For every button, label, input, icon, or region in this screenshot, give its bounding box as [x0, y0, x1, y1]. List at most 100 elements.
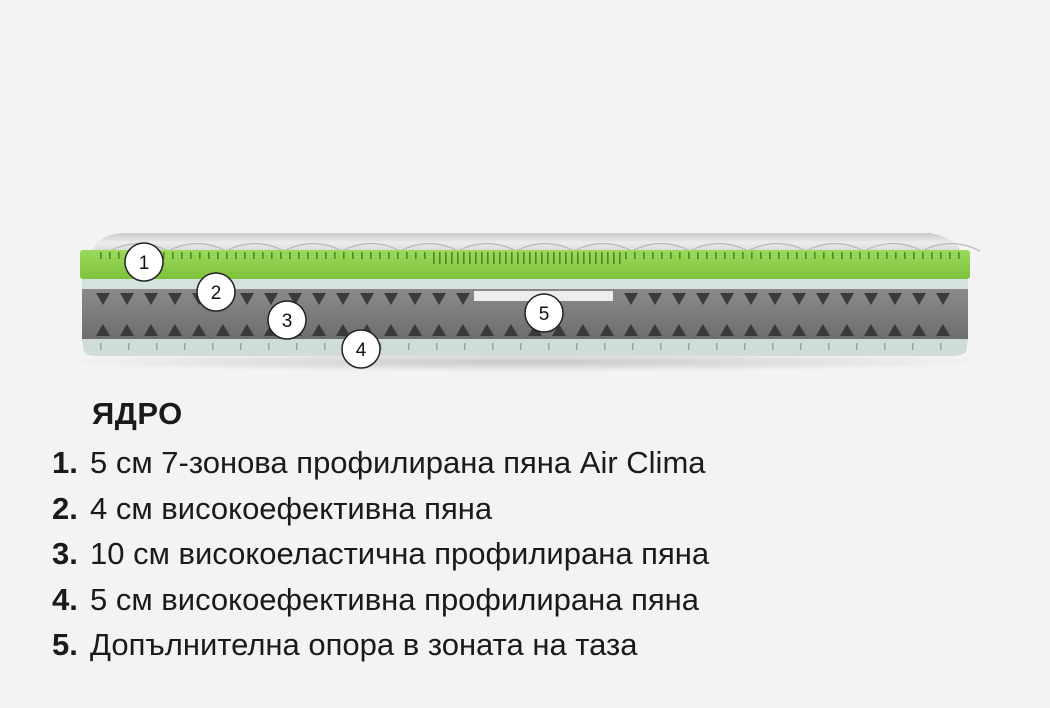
profile-cut	[523, 252, 525, 264]
core-hole	[696, 324, 710, 336]
base-tick	[100, 343, 102, 350]
profile-cut	[661, 252, 663, 259]
profile-cut	[679, 252, 681, 259]
core-hole	[144, 324, 158, 336]
profile-cut	[571, 252, 573, 264]
core-hole	[816, 293, 830, 305]
profile-cut	[886, 252, 888, 259]
svg-text:4: 4	[356, 340, 367, 361]
marker-3: 3	[267, 300, 307, 340]
profile-cut	[424, 252, 426, 259]
profile-cut	[796, 252, 798, 259]
core-hole	[624, 324, 638, 336]
profile-cut	[958, 252, 960, 259]
core-hole	[336, 293, 350, 305]
base-foam-profile-ticks	[100, 343, 942, 350]
profile-cut	[613, 252, 615, 264]
floor-shadow	[55, 352, 995, 372]
profile-cut	[370, 252, 372, 259]
profile-cut	[109, 252, 111, 259]
core-hole	[864, 324, 878, 336]
profile-cut	[607, 252, 609, 264]
core-hole	[312, 324, 326, 336]
legend-item: 2. 4 см високоефективна пяна	[52, 486, 709, 532]
profile-cut	[559, 252, 561, 264]
profile-cut	[445, 252, 447, 264]
legend-item: 5. Допълнителна опора в зоната на таза	[52, 622, 709, 668]
base-tick	[548, 343, 550, 350]
core-hole	[792, 293, 806, 305]
core-hole	[384, 293, 398, 305]
core-hole	[672, 324, 686, 336]
svg-text:5: 5	[539, 304, 550, 325]
profile-cut	[940, 252, 942, 259]
core-hole	[96, 324, 110, 336]
legend-title: ЯДРО	[92, 396, 183, 431]
core-hole	[288, 293, 302, 305]
profile-cut	[535, 252, 537, 264]
profile-cut	[760, 252, 762, 259]
profile-cut	[271, 252, 273, 259]
profile-cut	[922, 252, 924, 259]
legend: ЯДРО 1. 5 см 7-зонова профилирана пяна A…	[52, 394, 709, 668]
legend-number: 3.	[52, 536, 78, 571]
profile-cut	[361, 252, 363, 259]
legend-number: 5.	[52, 627, 78, 662]
core-hole	[648, 324, 662, 336]
core-hole	[840, 324, 854, 336]
core-hole	[672, 293, 686, 305]
marker-2: 2	[196, 272, 236, 312]
marker-4: 4	[341, 329, 381, 369]
profile-cut	[904, 252, 906, 259]
core-hole	[720, 293, 734, 305]
core-hole	[840, 293, 854, 305]
core-hole	[744, 293, 758, 305]
core-hole	[936, 293, 950, 305]
profile-cut	[433, 252, 435, 264]
core-hole	[720, 324, 734, 336]
svg-text:2: 2	[211, 283, 222, 304]
profile-cut	[208, 252, 210, 259]
quilt-seam	[805, 242, 865, 252]
profile-cut	[733, 252, 735, 259]
profile-cut	[439, 252, 441, 264]
profile-cut	[325, 252, 327, 259]
core-hole	[792, 324, 806, 336]
legend-number: 2.	[52, 490, 78, 526]
profile-cut	[949, 252, 951, 259]
profile-cut	[547, 252, 549, 264]
base-tick	[716, 343, 718, 350]
core-hole	[264, 293, 278, 305]
base-tick	[436, 343, 438, 350]
quilt-seam	[631, 242, 691, 252]
profile-cut	[619, 252, 621, 264]
profile-cut	[415, 252, 417, 259]
legend-text: 4 см високоефективна пяна	[90, 490, 493, 526]
legend-text: 5 см високоефективна профилирана пяна	[90, 581, 700, 617]
profile-cut	[895, 252, 897, 259]
svg-text:3: 3	[282, 311, 293, 332]
profile-cut	[565, 252, 567, 264]
base-tick	[828, 343, 830, 350]
base-tick	[324, 343, 326, 350]
profile-cut	[199, 252, 201, 259]
quilt-seam	[689, 242, 749, 252]
core-hole	[408, 293, 422, 305]
quilt-seam	[457, 242, 517, 252]
profile-cut	[190, 252, 192, 259]
base-tick	[380, 343, 382, 350]
base-tick	[884, 343, 886, 350]
profile-cut	[697, 252, 699, 259]
core-hole	[216, 324, 230, 336]
core-hole	[576, 324, 590, 336]
core-hole	[360, 293, 374, 305]
profile-cut	[541, 252, 543, 264]
core-hole	[912, 293, 926, 305]
quilt-seam	[167, 242, 227, 252]
core-hole	[192, 324, 206, 336]
quilted-cover	[92, 232, 962, 252]
profile-cut	[769, 252, 771, 259]
profile-cut	[316, 252, 318, 259]
base-tick	[744, 343, 746, 350]
legend-number: 1.	[52, 445, 78, 480]
